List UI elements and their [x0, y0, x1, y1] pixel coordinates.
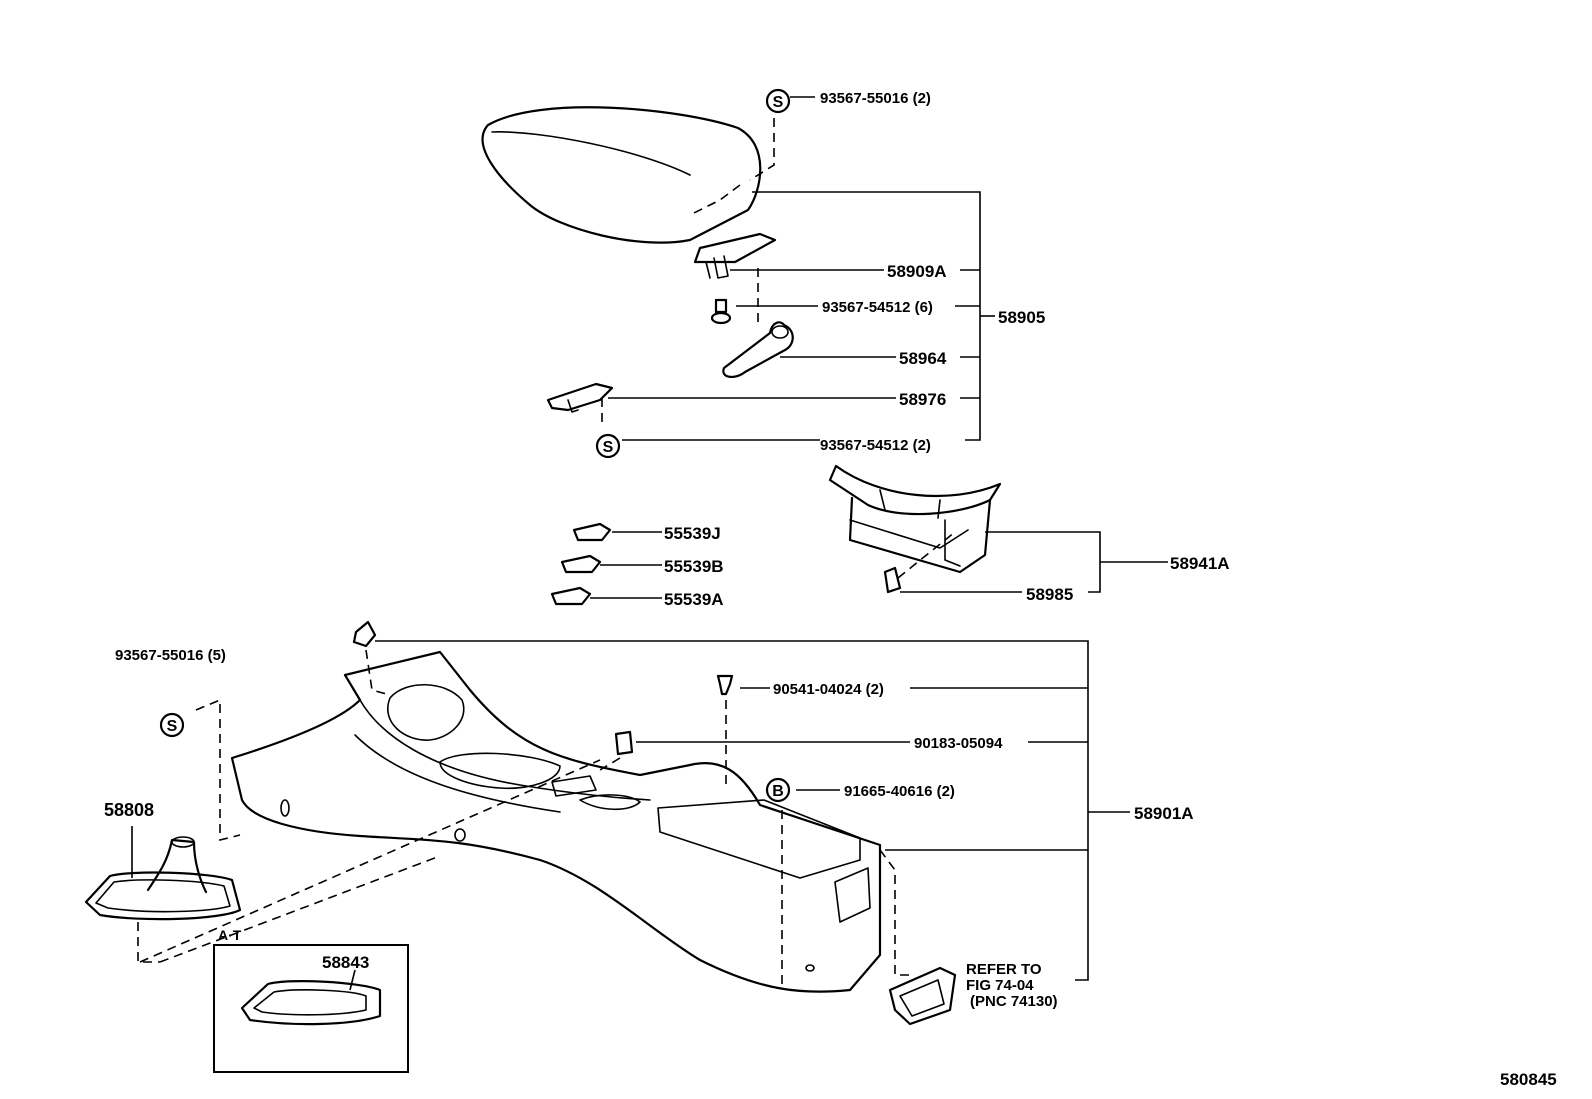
diagram-id: 580845: [1500, 1070, 1557, 1089]
label-58941A: 58941A: [1170, 554, 1230, 573]
label-58964: 58964: [899, 349, 947, 368]
label-58905: 58905: [998, 308, 1045, 327]
label-55539B: 55539B: [664, 557, 724, 576]
cover-55539A: [550, 586, 662, 606]
striker-58976: [546, 382, 614, 426]
hinge-58909A: [693, 232, 777, 279]
cover-55539B: [560, 554, 662, 574]
label-58843: 58843: [322, 953, 369, 972]
console-box-58901A: [230, 650, 882, 993]
label-refer-line2: FIG 74-04: [966, 977, 1034, 994]
screw-symbol-left: S: [159, 712, 185, 738]
bolt-90541: [716, 674, 734, 790]
pocket-leaders: [900, 531, 1168, 593]
refer-part-74130: [888, 966, 957, 1026]
label-screw-2: 93567-54512 (2): [820, 437, 931, 454]
label-clip-90183: 90183-05094: [914, 735, 1003, 752]
clip-90183: [599, 730, 634, 771]
console-leaders: [375, 640, 1130, 985]
label-58808: 58808: [104, 800, 154, 820]
clip-58985: [883, 531, 956, 594]
label-58909A: 58909A: [887, 262, 947, 281]
label-58901A: 58901A: [1134, 804, 1194, 823]
pocket-58941A: [828, 464, 1002, 574]
label-55539J: 55539J: [664, 524, 721, 543]
label-91665: 91665-40616 (2): [844, 783, 955, 800]
svg-text:B: B: [772, 783, 784, 800]
screw-symbol-mid: S: [595, 433, 621, 459]
armrest-lid: [481, 106, 775, 244]
label-58976: 58976: [899, 390, 946, 409]
label-refer-line1: REFER TO: [966, 961, 1042, 978]
svg-text:S: S: [773, 94, 784, 111]
bolt-symbol: B: [765, 777, 791, 803]
label-at: A·T: [218, 927, 242, 943]
at-inset-box: [213, 944, 409, 1073]
shift-boot-58808: [84, 759, 601, 963]
clip-top-left: [352, 620, 391, 696]
label-58985: 58985: [1026, 585, 1073, 604]
label-55539A: 55539A: [664, 590, 724, 609]
svg-text:S: S: [167, 718, 178, 735]
screw-symbol-top: S: [765, 88, 791, 114]
cover-55539J: [572, 522, 662, 542]
screw-93567-55016-5-dash: [195, 698, 241, 842]
lid-leaders: [608, 96, 995, 441]
screw-93567-54512: [710, 268, 759, 325]
label-screw-5: 93567-55016 (5): [115, 647, 226, 664]
label-refer-line3: (PNC 74130): [970, 993, 1058, 1010]
label-screw-top: 93567-55016 (2): [820, 90, 931, 107]
label-bolt-90541: 90541-04024 (2): [773, 681, 884, 698]
svg-text:S: S: [603, 439, 614, 456]
lock-rod-58964: [722, 321, 794, 378]
label-screw-6: 93567-54512 (6): [822, 299, 933, 316]
